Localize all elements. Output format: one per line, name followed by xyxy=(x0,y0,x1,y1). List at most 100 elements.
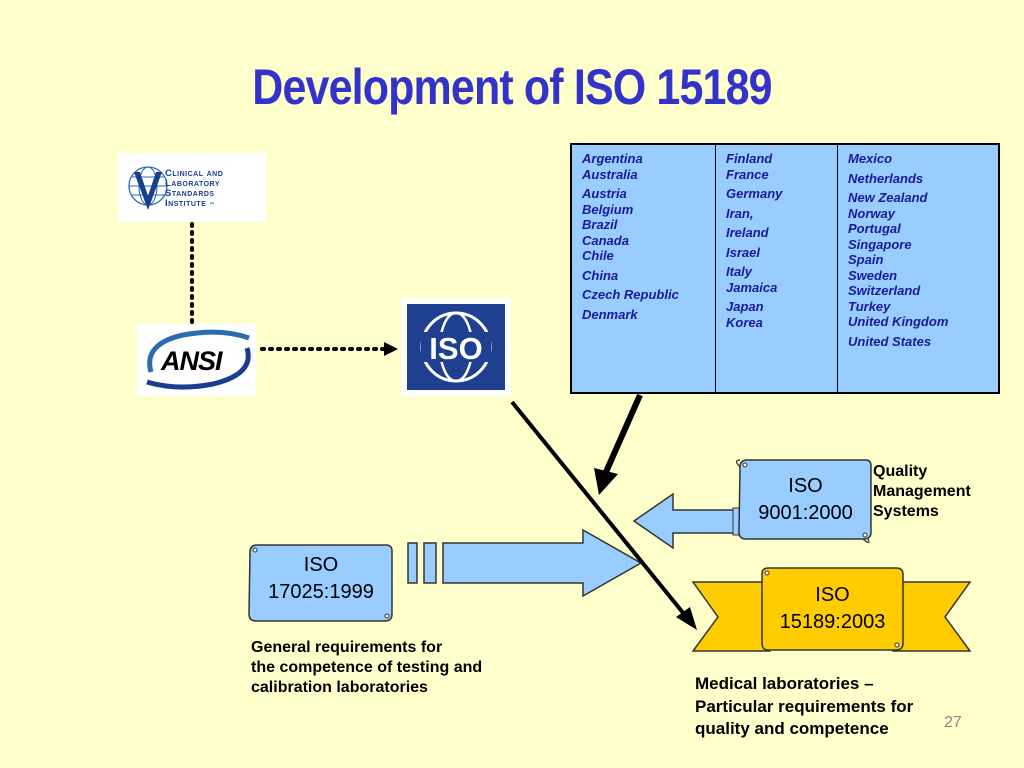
country-group: Mexico xyxy=(848,151,998,167)
label-line: Management xyxy=(873,483,971,500)
label-line: quality and competence xyxy=(695,719,889,738)
iso-to-15189-arrowhead xyxy=(676,607,697,630)
country-name: United Kingdom xyxy=(848,314,949,329)
country-name: Singapore xyxy=(848,236,912,252)
ansi-iso-arrowhead xyxy=(384,342,398,356)
standard-prefix: ISO xyxy=(303,554,339,576)
country-name: Spain xyxy=(848,252,884,267)
quality-management-label: Quality Management Systems xyxy=(873,462,971,522)
general-requirements-label: General requirements for the competence … xyxy=(251,638,482,698)
country-group: Netherlands xyxy=(848,171,998,187)
standard-prefix: ISO xyxy=(815,584,850,606)
standard-number: 17025:1999 xyxy=(268,581,374,603)
country-name: China xyxy=(582,267,619,283)
country-name: Turkey xyxy=(848,298,891,314)
country-name: Sweden xyxy=(848,267,898,283)
country-name: Japan xyxy=(726,299,764,314)
iso17025-scroll xyxy=(248,544,393,622)
country-name: United States xyxy=(848,333,932,349)
slide-title: Development of ISO 15189 xyxy=(252,59,772,115)
country-name: Brazil xyxy=(582,217,618,232)
country-name: Australia xyxy=(582,166,638,182)
country-group: Israel xyxy=(726,245,837,261)
country-name: Finland xyxy=(726,151,773,166)
country-name: Chile xyxy=(582,248,614,263)
country-name: Czech Republic xyxy=(582,287,679,302)
country-name: France xyxy=(726,166,769,182)
iso-logo-graphic: ISO xyxy=(407,304,505,390)
country-name: Jamaica xyxy=(726,279,778,295)
label-line: Systems xyxy=(873,503,939,520)
country-group: China xyxy=(582,268,715,284)
country-group: United States xyxy=(848,334,998,350)
country-group: Denmark xyxy=(582,307,715,323)
iso-logo: ISO xyxy=(401,298,511,396)
label-line: Medical laboratories – xyxy=(695,674,874,693)
trademark-mark: ™ xyxy=(209,202,216,208)
country-name: Argentina xyxy=(582,151,643,166)
country-name: Netherlands xyxy=(848,170,924,186)
label-line: General requirements for xyxy=(251,639,443,656)
country-name: Denmark xyxy=(582,306,638,322)
country-name: Israel xyxy=(726,244,760,260)
standard-prefix: ISO xyxy=(788,475,823,497)
standard-number: 9001:2000 xyxy=(758,502,853,524)
country-name: Portugal xyxy=(848,221,901,236)
iso17025-label: ISO 17025:1999 xyxy=(250,552,392,606)
clsi-globe-icon xyxy=(128,166,168,210)
clsi-line: Standards xyxy=(165,188,215,199)
clsi-line: Clinical and xyxy=(165,168,224,179)
clsi-logo: Clinical and Laboratory Standards Instit… xyxy=(118,153,266,222)
country-name: Iran, xyxy=(726,205,754,221)
label-line: the competence of testing and xyxy=(251,659,483,676)
iso15189-banner xyxy=(691,567,972,652)
countries-arrowhead xyxy=(594,468,618,495)
country-name: Ireland xyxy=(726,225,769,240)
page-number: 27 xyxy=(944,714,962,731)
country-name: Mexico xyxy=(848,151,893,166)
iso-wordmark: ISO xyxy=(429,331,482,366)
country-group: Czech Republic xyxy=(582,287,715,303)
country-group: Ireland xyxy=(726,225,837,241)
label-line: calibration laboratories xyxy=(251,679,428,696)
clsi-line: Laboratory xyxy=(165,178,221,189)
ansi-logo: ANSI xyxy=(137,324,256,396)
country-name: Austria xyxy=(582,186,627,201)
iso15189-label: ISO 15189:2003 xyxy=(762,582,903,636)
iso-to-15189-line xyxy=(510,400,686,616)
iso9001-label: ISO 9001:2000 xyxy=(740,473,871,527)
iso9001-scroll xyxy=(735,459,872,544)
ansi-logo-graphic: ANSI xyxy=(146,329,251,390)
iso9001-flow-arrow xyxy=(632,492,741,550)
country-group: Iran, xyxy=(726,206,837,222)
country-name: Switzerland xyxy=(848,283,921,298)
label-line: Particular requirements for xyxy=(695,696,914,716)
medical-laboratories-label: Medical laboratories – Particular requir… xyxy=(695,673,913,741)
clsi-line: Institute xyxy=(165,198,207,209)
country-name: Belgium xyxy=(582,201,634,217)
label-line: Quality xyxy=(873,463,928,480)
country-name: Canada xyxy=(582,232,629,248)
country-name: New Zealand xyxy=(848,190,928,205)
country-group: Germany xyxy=(726,186,837,202)
country-name: Korea xyxy=(726,314,763,330)
country-name: Italy xyxy=(726,264,753,279)
clsi-wordmark: Clinical and Laboratory Standards Instit… xyxy=(165,169,223,210)
country-name: Norway xyxy=(848,205,895,221)
standard-number: 15189:2003 xyxy=(779,611,886,633)
iso17025-flow-arrow xyxy=(407,528,643,598)
countries-arrow-line xyxy=(603,393,643,474)
ansi-wordmark: ANSI xyxy=(160,346,223,376)
country-name: Germany xyxy=(726,186,783,201)
